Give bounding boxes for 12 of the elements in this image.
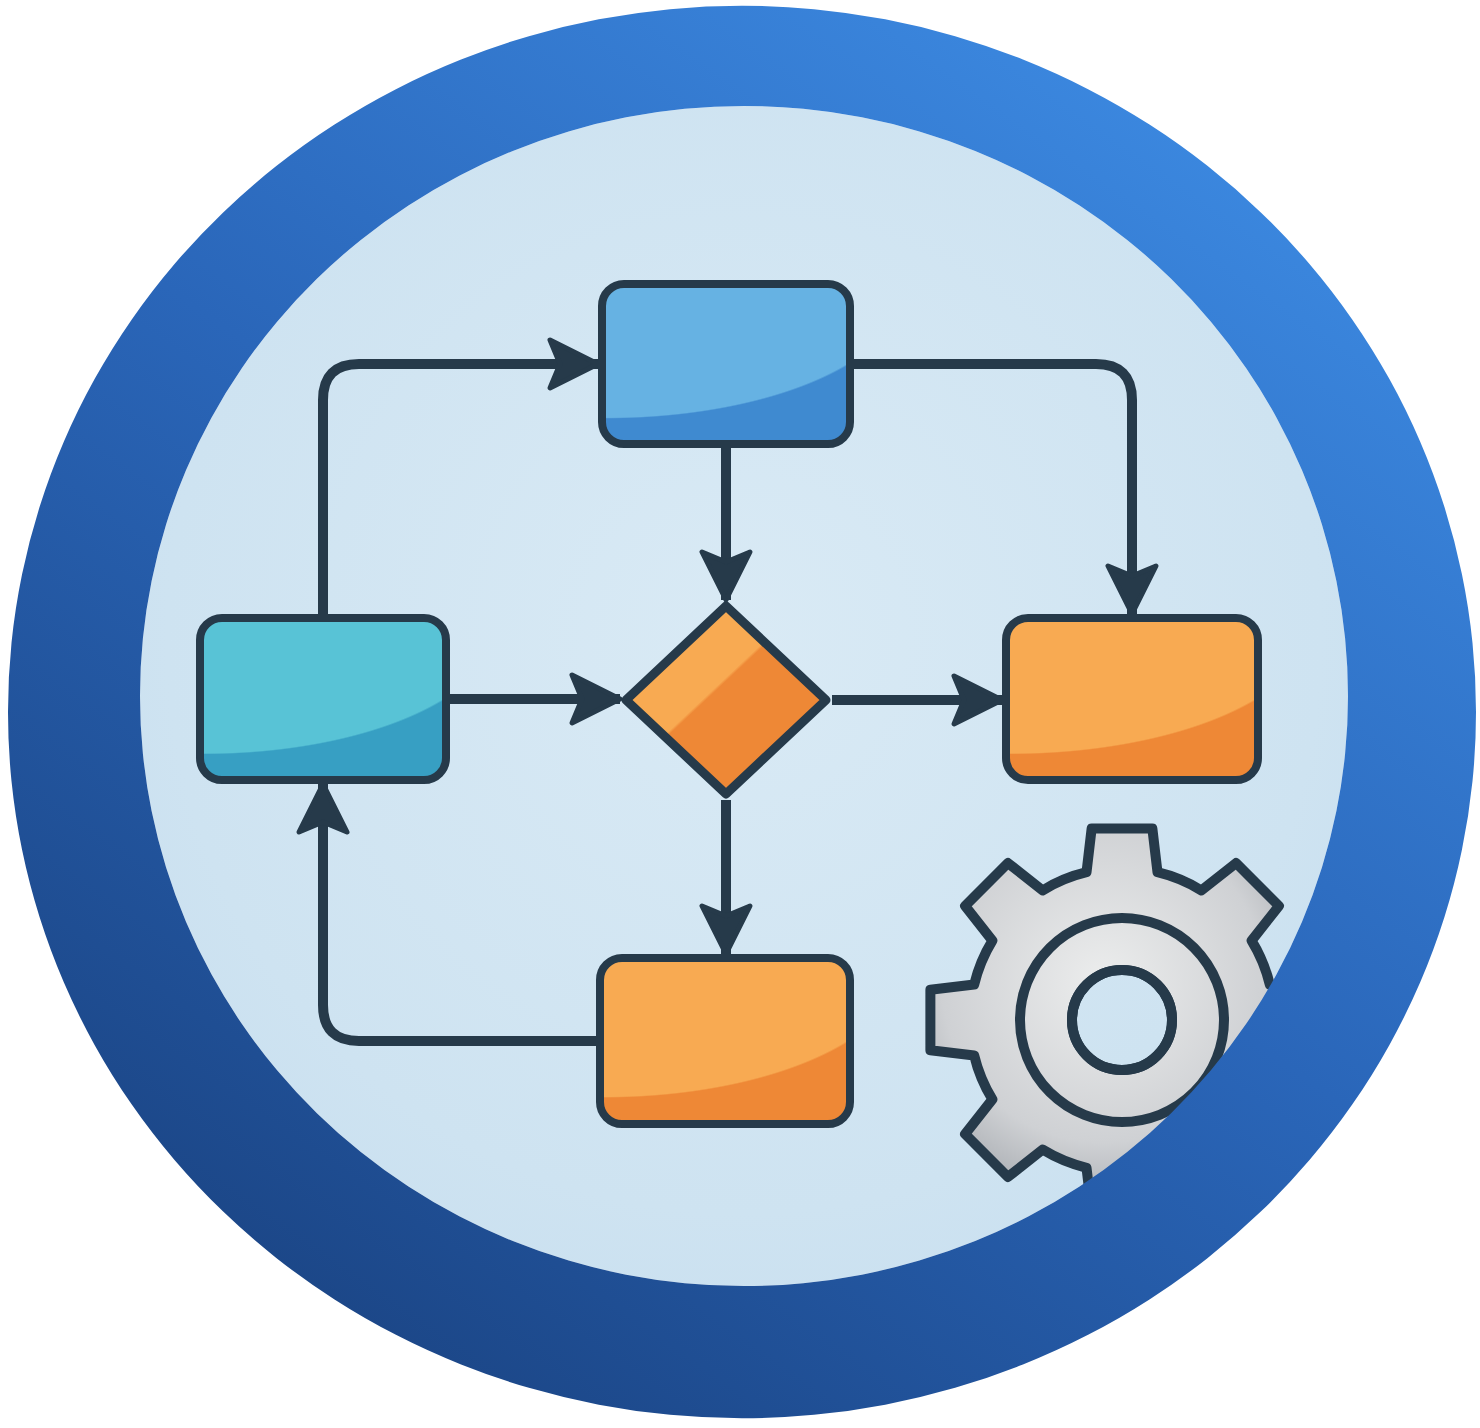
arrow <box>450 672 623 726</box>
process-box <box>196 614 450 784</box>
arrow <box>699 448 753 603</box>
process-box <box>1002 614 1262 784</box>
arrow <box>296 781 596 1046</box>
arrow <box>832 673 1005 727</box>
arrow <box>699 800 753 957</box>
arrow <box>854 359 1159 617</box>
process-box <box>598 280 854 448</box>
arrow <box>318 337 601 614</box>
decision-diamond <box>620 600 832 800</box>
process-box <box>596 954 854 1128</box>
